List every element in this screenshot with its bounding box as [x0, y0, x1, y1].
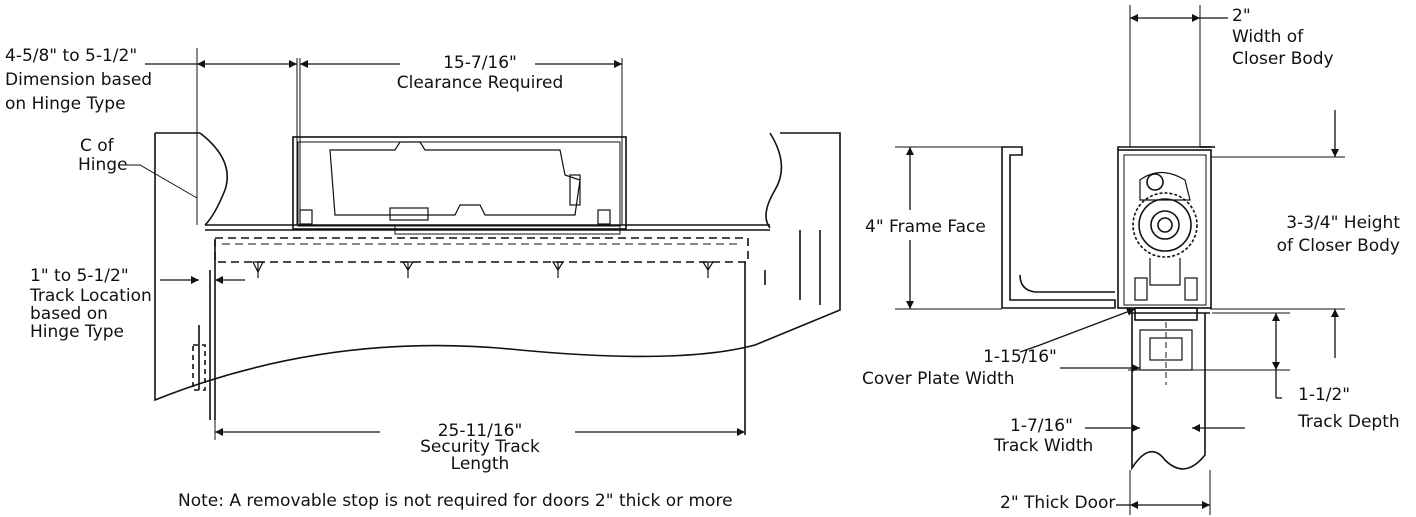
closer-height-label: of Closer Body — [1276, 236, 1400, 256]
clearance-value: 15-7/16" — [443, 53, 517, 73]
frame-face-label: 4" Frame Face — [865, 217, 986, 237]
left-elevation-view — [154, 48, 841, 440]
cover-plate — [1134, 307, 1198, 321]
track-location-label-2: based on — [30, 304, 108, 324]
right-section-view — [895, 5, 1345, 515]
door-thickness-label: 2" Thick Door — [1000, 493, 1116, 513]
closer-width-label-1: Width of — [1232, 27, 1304, 47]
cover-plate-value: 1-15/16" — [983, 347, 1057, 367]
door-section — [1131, 313, 1206, 471]
hinge-centerline-label: C of — [80, 136, 114, 156]
hinge-dimension-value: 4-5/8" to 5-1/2" — [5, 46, 138, 66]
track-location-value: 1" to 5-1/2" — [30, 266, 129, 286]
track-location-label-1: Track Location — [30, 286, 152, 306]
track-screws — [252, 261, 715, 278]
hinge-dimension-label-1: Dimension based — [5, 70, 153, 90]
clearance-label: Clearance Required — [396, 73, 564, 93]
cover-plate-label: Cover Plate Width — [862, 369, 1015, 389]
right-dimension-lines — [906, 14, 1339, 509]
track-location-label-3: Hinge Type — [30, 322, 124, 342]
pinion-gear — [1132, 192, 1198, 258]
closer-housing — [292, 136, 627, 230]
note-text: Note: A removable stop is not required f… — [178, 491, 733, 511]
mounting-plate — [394, 225, 621, 235]
closer-width-label-2: Closer Body — [1232, 49, 1334, 69]
security-track-value: 25-11/16" — [437, 421, 523, 441]
hinge-label: Hinge — [78, 155, 128, 175]
closer-height-value: 3-3/4" Height — [1286, 213, 1400, 233]
track-width-value: 1-7/16" — [1010, 416, 1073, 436]
frame-channel — [1001, 146, 1116, 309]
security-track-label-1: Security Track — [420, 437, 540, 457]
frame-break-left — [199, 132, 229, 226]
dim-cover-plate — [1039, 308, 1136, 346]
left-dimension-lines — [120, 60, 745, 436]
security-track-label-2: Length — [450, 454, 510, 474]
frame-break-right — [765, 132, 783, 229]
track-width-label: Track Width — [994, 436, 1094, 456]
frame-outline — [154, 132, 841, 402]
hinge-dimension-label-2: on Hinge Type — [5, 94, 126, 114]
security-track — [214, 237, 749, 263]
track-depth-value: 1-1/2" — [1298, 385, 1351, 405]
track-depth-label: Track Depth — [1298, 412, 1400, 432]
closer-body — [329, 141, 581, 216]
closer-width-value: 2" — [1232, 6, 1251, 26]
